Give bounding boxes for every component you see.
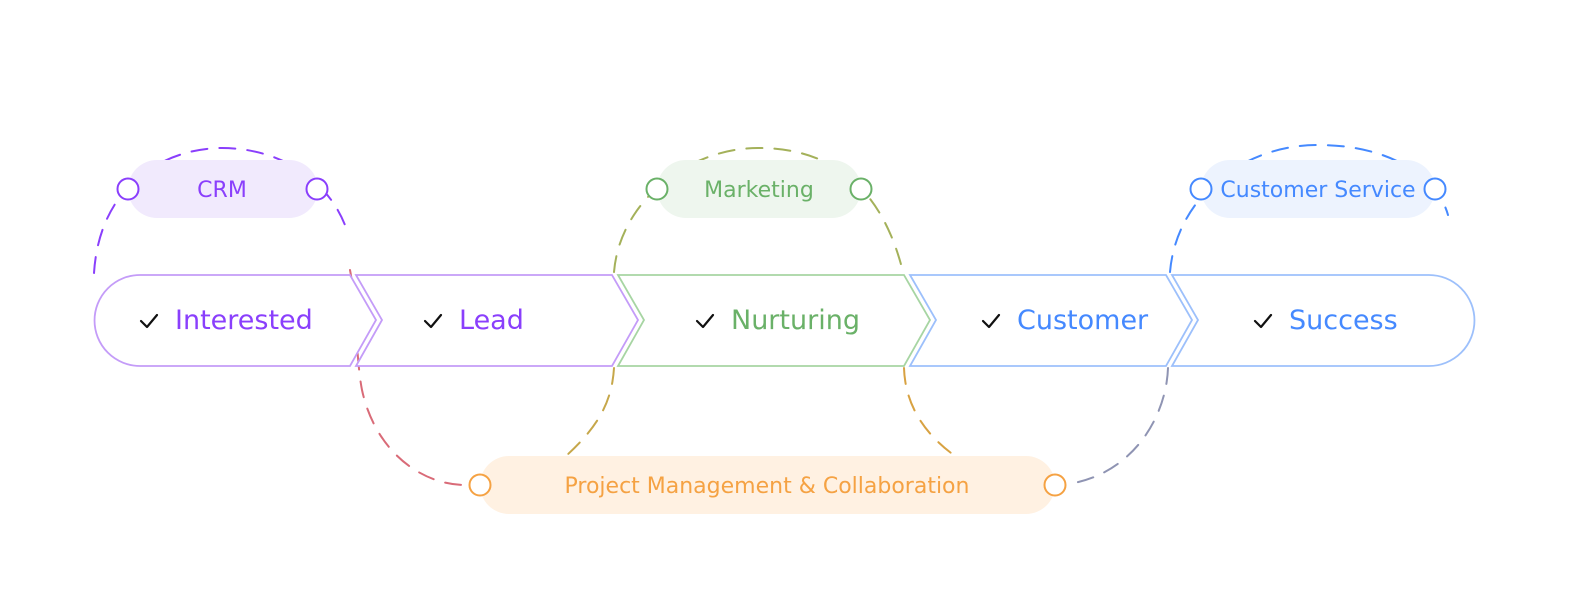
project-management-pill-background	[480, 456, 1055, 514]
stage-customer-label: Customer	[1017, 305, 1149, 336]
stage-nurturing[interactable]: Nurturing	[616, 274, 932, 367]
stage-success-shape	[1170, 274, 1476, 367]
stage-customer-shape	[908, 274, 1194, 367]
stage-lead-shape	[354, 274, 640, 367]
stage-interested-shape	[93, 274, 378, 367]
stage-success-label: Success	[1289, 305, 1398, 336]
crm-pill-background	[128, 160, 318, 218]
check-icon	[695, 313, 715, 329]
project-management-left-node	[468, 473, 492, 497]
customer-service-arc	[1169, 143, 1449, 273]
project-management-right-node	[1043, 473, 1067, 497]
marketing-left-node	[645, 177, 669, 201]
stage-nurturing-label: Nurturing	[731, 305, 860, 336]
marketing-to-pm-right-arc	[903, 367, 959, 459]
customer-service-pill-label: Customer Service	[1220, 178, 1415, 203]
stage-customer[interactable]: Customer	[908, 274, 1194, 367]
check-icon	[139, 313, 159, 329]
marketing-right-node	[849, 177, 873, 201]
crm-right-node	[305, 177, 329, 201]
customer-service-to-pm-arc	[1067, 367, 1169, 485]
check-icon	[981, 313, 1001, 329]
customer-service-pill-background	[1201, 160, 1435, 218]
stage-success[interactable]: Success	[1170, 274, 1476, 367]
stage-lead-label: Lead	[459, 305, 524, 336]
check-icon	[423, 313, 443, 329]
marketing-pill-label: Marketing	[704, 178, 814, 203]
tool-pill-marketing[interactable]: Marketing	[645, 160, 873, 218]
tool-pill-project-management[interactable]: Project Management & Collaboration	[468, 456, 1067, 514]
customer-service-right-node	[1423, 177, 1447, 201]
check-icon	[1253, 313, 1273, 329]
marketing-pill-background	[657, 160, 861, 218]
marketing-arc	[613, 146, 903, 273]
stage-lead[interactable]: Lead	[354, 274, 640, 367]
marketing-to-pm-left-arc	[565, 367, 615, 457]
tool-pill-crm[interactable]: CRM	[116, 160, 329, 218]
crm-arc	[93, 146, 346, 274]
crm-pill-label: CRM	[197, 178, 247, 203]
customer-service-left-node	[1189, 177, 1213, 201]
stage-interested-label: Interested	[175, 305, 313, 336]
crm-left-node	[116, 177, 140, 201]
stage-nurturing-shape	[616, 274, 932, 367]
tool-pill-customer-service[interactable]: Customer Service	[1189, 160, 1447, 218]
project-management-pill-label: Project Management & Collaboration	[565, 474, 970, 499]
stage-interested[interactable]: Interested	[93, 274, 378, 367]
